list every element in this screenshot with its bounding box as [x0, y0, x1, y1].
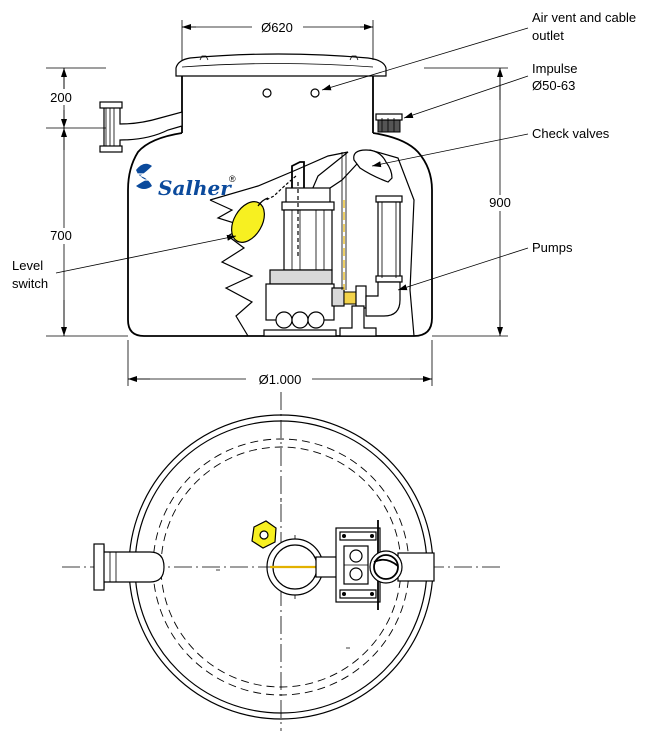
pump	[263, 161, 377, 337]
callout-impulse-line2: Ø50-63	[532, 78, 575, 93]
vent-hole-left	[262, 88, 272, 98]
brand-name: Salher	[158, 176, 232, 200]
plan-view	[62, 392, 500, 731]
callout-check-valves: Check valves	[532, 126, 610, 141]
plan-inlet-pipe	[93, 543, 165, 591]
callout-air-vent-line2: outlet	[532, 28, 564, 43]
level-switch-float	[231, 197, 269, 243]
brand-registered-mark: ®	[229, 174, 236, 184]
dim-height-lower: 700	[50, 228, 72, 243]
vent-hole-right	[310, 88, 320, 98]
check-valve-assembly	[353, 149, 403, 317]
callout-impulse-line1: Impulse	[532, 61, 578, 76]
dim-height-total: 900	[489, 195, 511, 210]
callout-pumps: Pumps	[532, 240, 573, 255]
dim-base-diameter: Ø1.000	[259, 372, 302, 387]
plan-outlet-pipe	[369, 550, 435, 584]
callout-level-switch-line1: Level	[12, 258, 43, 273]
tank-lid	[175, 53, 387, 77]
guide-rail	[341, 152, 347, 290]
dim-height-upper: 200	[50, 90, 72, 105]
plan-level-switch-float	[251, 520, 277, 549]
callout-level-switch-line2: switch	[12, 276, 48, 291]
inlet-pipe	[99, 101, 183, 153]
tank-neck	[181, 75, 374, 133]
elevation-view: Salher ®	[99, 53, 433, 337]
callout-air-vent-line1: Air vent and cable	[532, 10, 636, 25]
impulse-connection	[375, 113, 403, 133]
salher-logo-icon: Salher ®	[136, 163, 236, 200]
elevation-dimensions: Ø620 200 700 900 Ø1.000	[44, 20, 519, 387]
callouts: Air vent and cable outlet Impulse Ø50-63…	[12, 10, 636, 291]
dim-top-diameter: Ø620	[261, 20, 293, 35]
